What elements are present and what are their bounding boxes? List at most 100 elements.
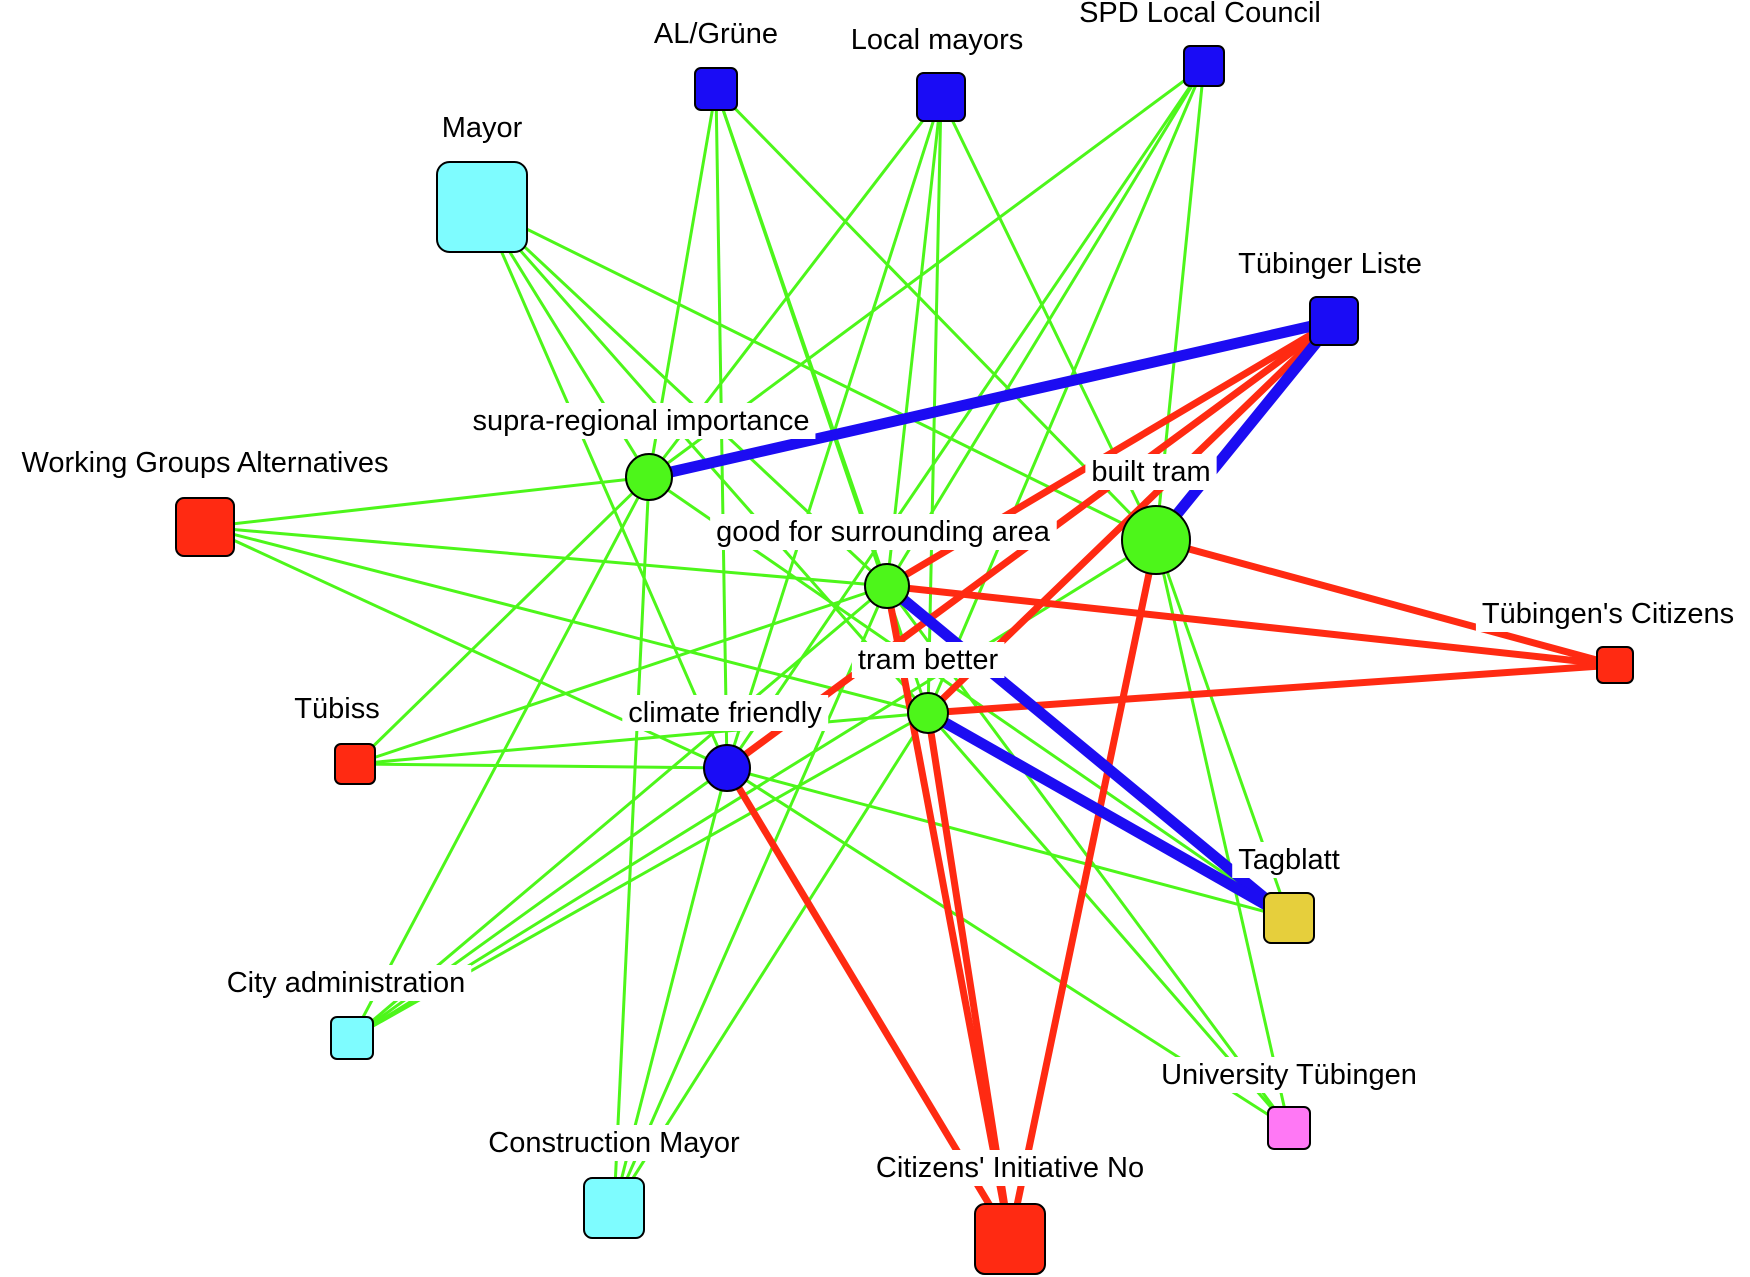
node-tagblatt [1263, 892, 1315, 944]
node-label-group-mayor: Mayor [435, 110, 529, 146]
node-label-group-construction_mayor: Construction Mayor [482, 1125, 747, 1161]
node-tuebingens_citizens [1596, 646, 1634, 684]
node-label-background-tuebinger_liste [1232, 246, 1428, 282]
labels-layer: Mayor AL/Grüne Local mayors SPD Local Counc… [15, 0, 1741, 1186]
node-label-background-construction_mayor [482, 1125, 747, 1161]
node-tram_better [907, 692, 949, 734]
node-working_groups [175, 497, 235, 557]
node-tuebinger_liste [1309, 296, 1359, 346]
edge-tuebiss-to-climate_friendly [354, 762, 728, 770]
edge-working_groups-to-supra_regional [204, 475, 650, 529]
node-label-background-tram_better [851, 642, 1005, 678]
node-label-group-tram_better: tram better [851, 642, 1005, 678]
edge-tuebinger_liste-to-supra_regional [647, 315, 1336, 483]
node-label-tuebinger_liste: Tübinger Liste [1238, 248, 1422, 280]
node-label-supra_regional: supra-regional importance [473, 405, 810, 437]
node-label-city_admin: City administration [227, 967, 466, 999]
edge-city_admin-to-supra_regional [350, 476, 651, 1039]
node-local_mayors [916, 72, 966, 122]
edge-mayor-to-built_tram [481, 205, 1157, 542]
edge-tagblatt-to-good_surrounding [883, 581, 1293, 923]
edge-mayor-to-climate_friendly [480, 206, 729, 769]
node-label-background-spd [1073, 0, 1327, 31]
edge-construction_mayor-to-supra_regional [612, 476, 651, 1209]
edge-construction_mayor-to-good_surrounding [612, 585, 889, 1209]
node-construction_mayor [583, 1177, 645, 1239]
node-city_admin [330, 1016, 374, 1060]
edge-university-to-built_tram [1154, 539, 1291, 1129]
edge-spd-to-climate_friendly [725, 65, 1206, 769]
nodes-layer [175, 45, 1634, 1275]
node-label-background-working_groups [15, 445, 395, 481]
edge-local_mayors-to-good_surrounding [885, 96, 943, 587]
node-label-tagblatt: Tagblatt [1238, 844, 1340, 876]
node-tuebiss [334, 743, 376, 785]
node-label-construction_mayor: Construction Mayor [488, 1127, 740, 1159]
edge-tuebiss-to-tram_better [354, 711, 929, 766]
edge-tuebiss-to-supra_regional [353, 475, 651, 766]
edge-tuebiss-to-good_surrounding [354, 584, 888, 766]
node-label-university: University Tübingen [1161, 1059, 1417, 1091]
node-spd [1183, 45, 1225, 87]
node-al_gruene [694, 67, 738, 111]
node-label-background-climate_friendly [622, 695, 829, 731]
node-label-background-al_gruene [647, 16, 785, 52]
node-label-background-mayor [435, 110, 529, 146]
node-label-group-citizens_initiative: Citizens' Initiative No [869, 1150, 1151, 1186]
edge-tuebingens_citizens-to-built_tram [1155, 536, 1616, 669]
node-label-group-tuebinger_liste: Tübinger Liste [1232, 246, 1428, 282]
edge-working_groups-to-tram_better [204, 525, 929, 715]
edge-spd-to-good_surrounding [885, 65, 1206, 587]
node-label-group-spd: SPD Local Council [1073, 0, 1327, 31]
node-label-group-good_surrounding: good for surrounding area [710, 514, 1057, 550]
node-university [1267, 1106, 1311, 1150]
node-label-group-tagblatt: Tagblatt [1232, 842, 1346, 878]
node-label-background-tagblatt [1232, 842, 1346, 878]
edge-city_admin-to-built_tram [351, 538, 1157, 1040]
edge-working_groups-to-good_surrounding [204, 525, 888, 588]
node-label-background-university [1155, 1057, 1423, 1093]
node-label-al_gruene: AL/Grüne [654, 18, 778, 50]
node-label-group-city_admin: City administration [220, 965, 472, 1001]
node-label-group-built_tram: built tram [1085, 454, 1217, 490]
edge-city_admin-to-good_surrounding [351, 584, 888, 1040]
node-label-background-local_mayors [844, 22, 1030, 58]
edge-tuebingens_citizens-to-tram_better [927, 661, 1616, 717]
node-label-tuebiss: Tübiss [294, 693, 379, 725]
edge-tuebinger_liste-to-built_tram [1151, 317, 1339, 544]
edge-tuebingens_citizens-to-good_surrounding [886, 582, 1616, 669]
edge-citizens_initiative-to-built_tram [1006, 539, 1160, 1240]
edge-spd-to-tram_better [926, 65, 1206, 714]
node-label-climate_friendly: climate friendly [628, 697, 822, 729]
node-label-background-built_tram [1085, 454, 1217, 490]
node-label-group-local_mayors: Local mayors [844, 22, 1030, 58]
node-label-background-city_admin [220, 965, 472, 1001]
node-label-mayor: Mayor [442, 112, 523, 144]
node-built_tram [1121, 505, 1191, 575]
node-mayor [436, 161, 528, 253]
node-label-spd: SPD Local Council [1079, 0, 1321, 29]
node-label-local_mayors: Local mayors [851, 24, 1023, 56]
node-label-group-supra_regional: supra-regional importance [466, 403, 816, 439]
node-supra_regional [625, 453, 673, 501]
edge-tagblatt-to-climate_friendly [726, 766, 1290, 920]
node-label-tuebingens_citizens: Tübingen's Citizens [1482, 598, 1734, 630]
node-label-background-tuebiss [288, 691, 386, 727]
node-label-group-university: University Tübingen [1155, 1057, 1423, 1093]
node-label-group-tuebingens_citizens: Tübingen's Citizens [1475, 596, 1741, 632]
node-citizens_initiative [974, 1203, 1046, 1275]
node-climate_friendly [703, 744, 751, 792]
node-label-group-tuebiss: Tübiss [288, 691, 386, 727]
node-label-group-working_groups: Working Groups Alternatives [15, 445, 395, 481]
node-label-group-climate_friendly: climate friendly [622, 695, 829, 731]
node-label-good_surrounding: good for surrounding area [716, 516, 1051, 548]
node-label-background-citizens_initiative [869, 1150, 1151, 1186]
node-good_surrounding [864, 563, 910, 609]
edge-working_groups-to-climate_friendly [204, 525, 728, 770]
node-label-working_groups: Working Groups Alternatives [22, 447, 389, 479]
edge-local_mayors-to-tram_better [926, 96, 943, 714]
node-label-background-tuebingens_citizens [1475, 596, 1741, 632]
edge-tagblatt-to-tram_better [925, 708, 1292, 923]
node-label-citizens_initiative: Citizens' Initiative No [876, 1152, 1144, 1184]
